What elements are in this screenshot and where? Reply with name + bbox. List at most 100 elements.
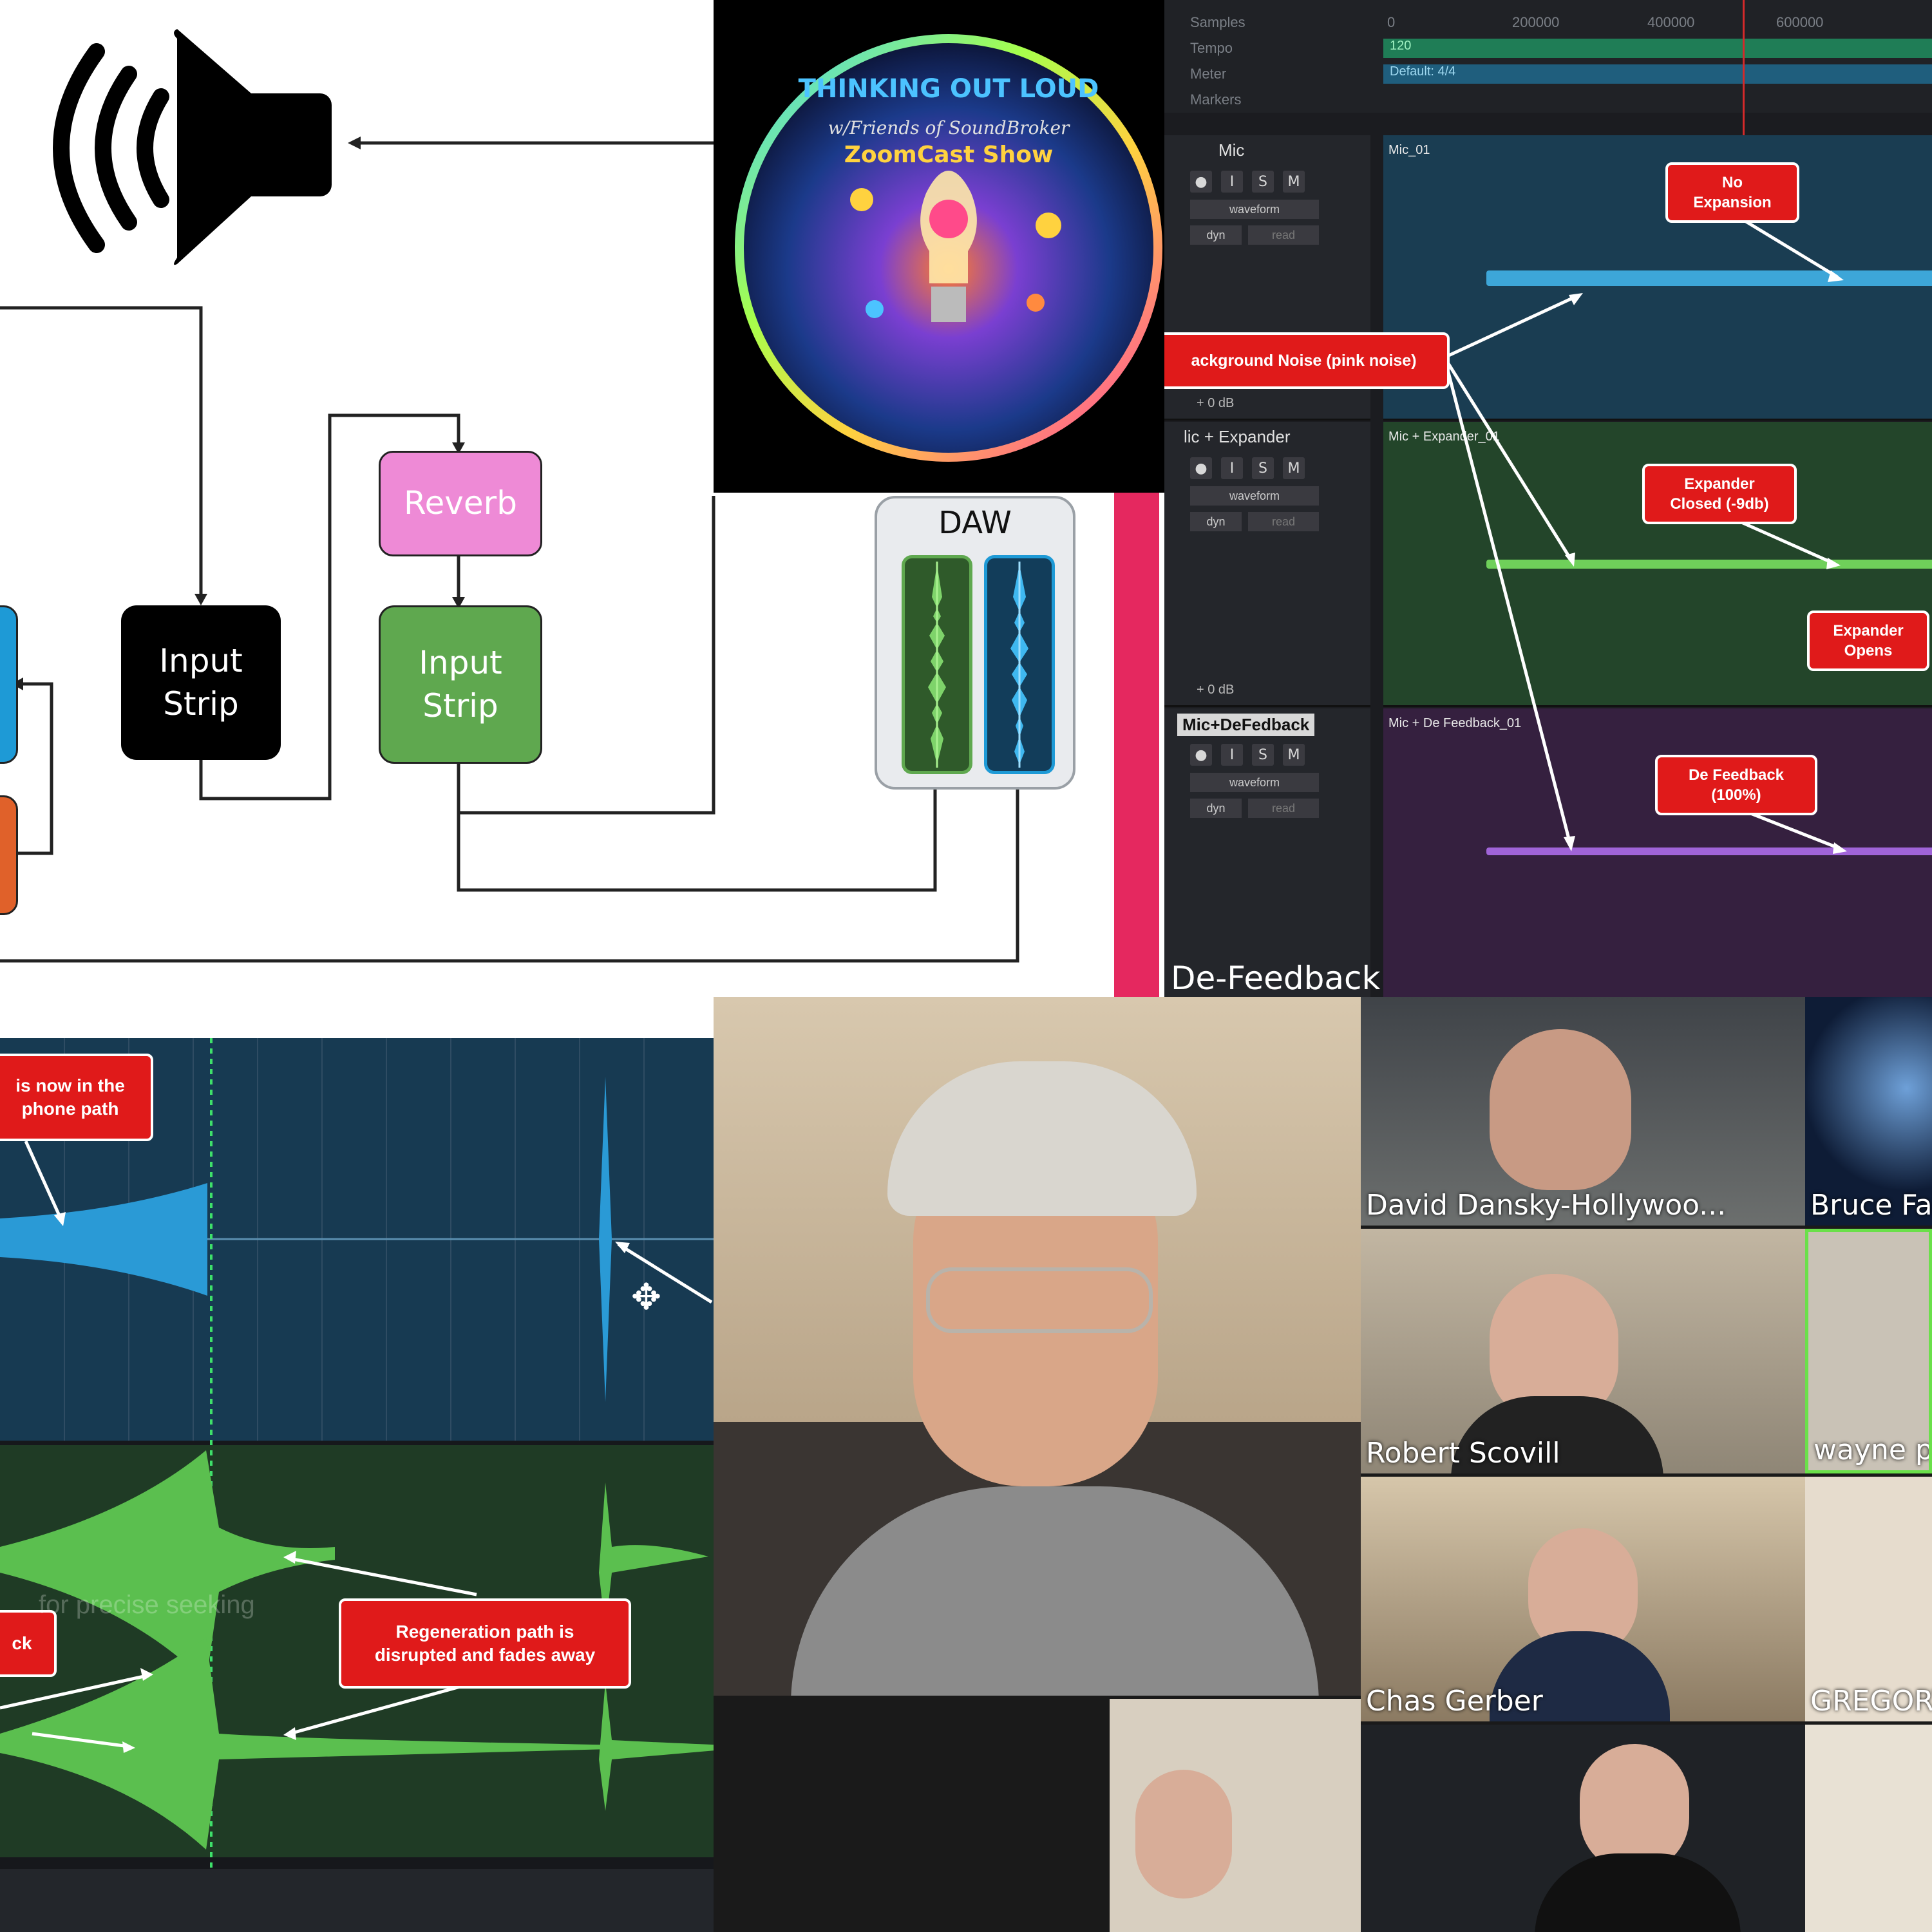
view-selector[interactable]: waveform <box>1190 200 1319 219</box>
rec-button[interactable]: ● <box>1190 457 1212 479</box>
blue-processor-box <box>0 605 18 764</box>
podcast-logo: THINKING OUT LOUD w/Friends of SoundBrok… <box>714 0 1184 493</box>
track-name: Mic <box>1218 140 1245 160</box>
video-gallery: David Dansky-Hollywoo... Bruce Fall Robe… <box>714 997 1932 1932</box>
waveform <box>1486 560 1932 569</box>
meter-value: Default: 4/4 <box>1390 64 1456 79</box>
track-name: lic + Expander <box>1184 427 1291 446</box>
caption-de-feedback: De-Feedback <box>1171 960 1381 997</box>
gain-readout: + 0 dB <box>1197 396 1235 410</box>
participant-tile-gregory[interactable]: GREGORY <box>1805 1477 1932 1721</box>
seek-cursor-icon[interactable]: ✥ <box>631 1276 661 1318</box>
solo-button[interactable]: S <box>1252 744 1274 766</box>
annotation-no-expansion: No Expansion <box>1665 162 1799 223</box>
daw-window: Samples Tempo Meter Markers 0 200000 400… <box>1164 0 1932 997</box>
logo-title: THINKING OUT LOUD <box>798 74 1099 104</box>
waveform <box>1486 848 1932 855</box>
annotation-phone-path: is now in the phone path <box>0 1054 153 1141</box>
playhead[interactable] <box>1743 0 1745 135</box>
participant-name: Chas Gerber <box>1366 1685 1543 1718</box>
rec-button[interactable]: ● <box>1190 171 1212 193</box>
tempo-lane[interactable]: 120 <box>1383 39 1932 58</box>
reverb-box: Reverb <box>379 451 542 556</box>
gain-readout: + 0 dB <box>1197 683 1235 697</box>
mute-button[interactable]: M <box>1283 171 1305 193</box>
solo-button[interactable]: S <box>1252 171 1274 193</box>
waveform <box>1486 270 1932 286</box>
participant-figure <box>1135 1770 1232 1899</box>
diagram-wires <box>0 137 1024 963</box>
tempo-value: 120 <box>1390 39 1412 53</box>
participant-tile-bruce[interactable]: Bruce Fall <box>1805 997 1932 1226</box>
track-header-expander[interactable]: lic + Expander ● I S M waveform dyn read… <box>1164 422 1370 707</box>
sample-tick-1: 200000 <box>1512 14 1560 30</box>
participant-tile-chas[interactable]: Chas Gerber <box>1361 1477 1805 1721</box>
view-selector[interactable]: waveform <box>1190 486 1319 506</box>
rec-button[interactable]: ● <box>1190 744 1212 766</box>
daw-meter-blue <box>984 555 1055 774</box>
sample-tick-3: 600000 <box>1776 14 1824 30</box>
participant-tile-wayne[interactable]: wayne pi <box>1805 1229 1932 1473</box>
dyn-selector[interactable]: dyn <box>1190 799 1242 818</box>
input-button[interactable]: I <box>1221 744 1243 766</box>
participant-tile-david[interactable]: David Dansky-Hollywoo... <box>1361 997 1805 1226</box>
track-name: Mic+DeFedback <box>1177 714 1315 736</box>
automation-selector[interactable]: read <box>1248 512 1319 531</box>
sample-tick-0: 0 <box>1387 14 1396 30</box>
sample-tick-2: 400000 <box>1647 14 1695 30</box>
annotation-left-cut: ck <box>0 1610 57 1677</box>
annotation-arrows <box>1443 211 1847 854</box>
participant-shirt <box>1535 1853 1741 1932</box>
tile-background <box>1805 997 1932 1226</box>
annotation-expander-closed: Expander Closed (-9db) <box>1642 464 1797 524</box>
input-strip-black: Input Strip <box>121 605 281 760</box>
daw-label: DAW <box>938 505 1012 541</box>
participant-figure <box>1580 1744 1689 1873</box>
dyn-selector[interactable]: dyn <box>1190 512 1242 531</box>
annotation-expander-opens: Expander Opens <box>1807 611 1929 671</box>
participant-tile-bottom-right[interactable] <box>1805 1725 1932 1932</box>
mute-button[interactable]: M <box>1283 457 1305 479</box>
annotation-de-feedback: De Feedback (100%) <box>1655 755 1817 815</box>
input-button[interactable]: I <box>1221 457 1243 479</box>
participant-tile-robert[interactable]: Robert Scovill <box>1361 1229 1805 1473</box>
orange-processor-box <box>0 795 18 915</box>
mute-button[interactable]: M <box>1283 744 1305 766</box>
timeline-ruler: Samples Tempo Meter Markers 0 200000 400… <box>1164 0 1932 135</box>
seek-hint: for precise seeking <box>39 1591 255 1619</box>
ruler-label-meter: Meter <box>1190 66 1227 82</box>
daw-meter-green <box>902 555 972 774</box>
region-name: Mic_01 <box>1388 143 1430 157</box>
input-button[interactable]: I <box>1221 171 1243 193</box>
ruler-label-markers: Markers <box>1190 91 1242 108</box>
track-header-defeedback[interactable]: Mic+DeFedback ● I S M waveform dyn read <box>1164 708 1370 997</box>
pink-edge-bar <box>1114 489 1159 998</box>
automation-selector[interactable]: read <box>1248 799 1319 818</box>
view-selector[interactable]: waveform <box>1190 773 1319 792</box>
solo-button[interactable]: S <box>1252 457 1274 479</box>
annotation-background-noise: ackground Noise (pink noise) <box>1164 332 1450 389</box>
person-glasses <box>926 1267 1153 1333</box>
speaker-video-tile[interactable] <box>714 997 1361 1696</box>
participant-name: Bruce Fall <box>1810 1189 1932 1222</box>
daw-box: DAW <box>875 496 1075 790</box>
dyn-selector[interactable]: dyn <box>1190 225 1242 245</box>
meter-lane[interactable]: Default: 4/4 <box>1383 64 1932 84</box>
participant-name: GREGORY <box>1810 1685 1932 1718</box>
logo-art <box>735 34 1162 462</box>
waveform-art <box>0 1038 760 1869</box>
speaker-icon <box>53 29 332 265</box>
participant-tile-bottom-left[interactable] <box>1110 1699 1361 1932</box>
participant-name: Robert Scovill <box>1366 1437 1560 1470</box>
participant-name: David Dansky-Hollywoo... <box>1366 1189 1727 1222</box>
logo-subtitle: w/Friends of SoundBroker <box>828 117 1070 138</box>
logo-show-name: ZoomCast Show <box>844 142 1054 168</box>
participant-figure <box>1490 1029 1631 1190</box>
participant-name: wayne pi <box>1814 1434 1932 1466</box>
ruler-label-samples: Samples <box>1190 14 1245 30</box>
ruler-label-tempo: Tempo <box>1190 40 1233 56</box>
annotation-regeneration: Regeneration path is disrupted and fades… <box>339 1598 631 1689</box>
participant-tile-bottom-center[interactable] <box>1361 1725 1805 1932</box>
automation-selector[interactable]: read <box>1248 225 1319 245</box>
region-name: Mic + Expander_01 <box>1388 430 1500 444</box>
